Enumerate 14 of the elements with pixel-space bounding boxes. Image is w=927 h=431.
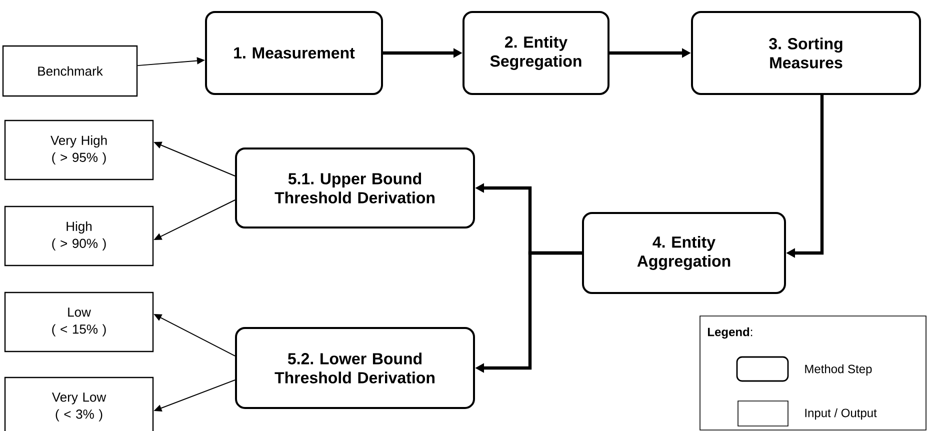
legend-heading: Legend: bbox=[708, 327, 752, 339]
input-output-box: Low ( < 15% ) bbox=[4, 292, 154, 352]
legend-label: Input / Output bbox=[805, 408, 877, 420]
method-step-box: 3. Sorting Measures bbox=[691, 11, 921, 95]
input-output-box: Very High ( > 95% ) bbox=[4, 120, 154, 180]
method-step-box: 2. Entity Segregation bbox=[462, 11, 610, 95]
method-step-box: 5.2. Lower Bound Threshold Derivation bbox=[235, 327, 475, 409]
input-output-box: Benchmark bbox=[2, 45, 138, 97]
input-output-box: Very Low ( < 3% ) bbox=[4, 376, 154, 431]
legend-label: Method Step bbox=[805, 364, 872, 376]
method-step-box: 1. Measurement bbox=[205, 11, 383, 95]
input-output-box: High ( > 90% ) bbox=[4, 206, 154, 266]
method-step-box: 5.1. Upper Bound Threshold Derivation bbox=[235, 148, 475, 228]
method-step-box: 4. Entity Aggregation bbox=[582, 212, 786, 294]
